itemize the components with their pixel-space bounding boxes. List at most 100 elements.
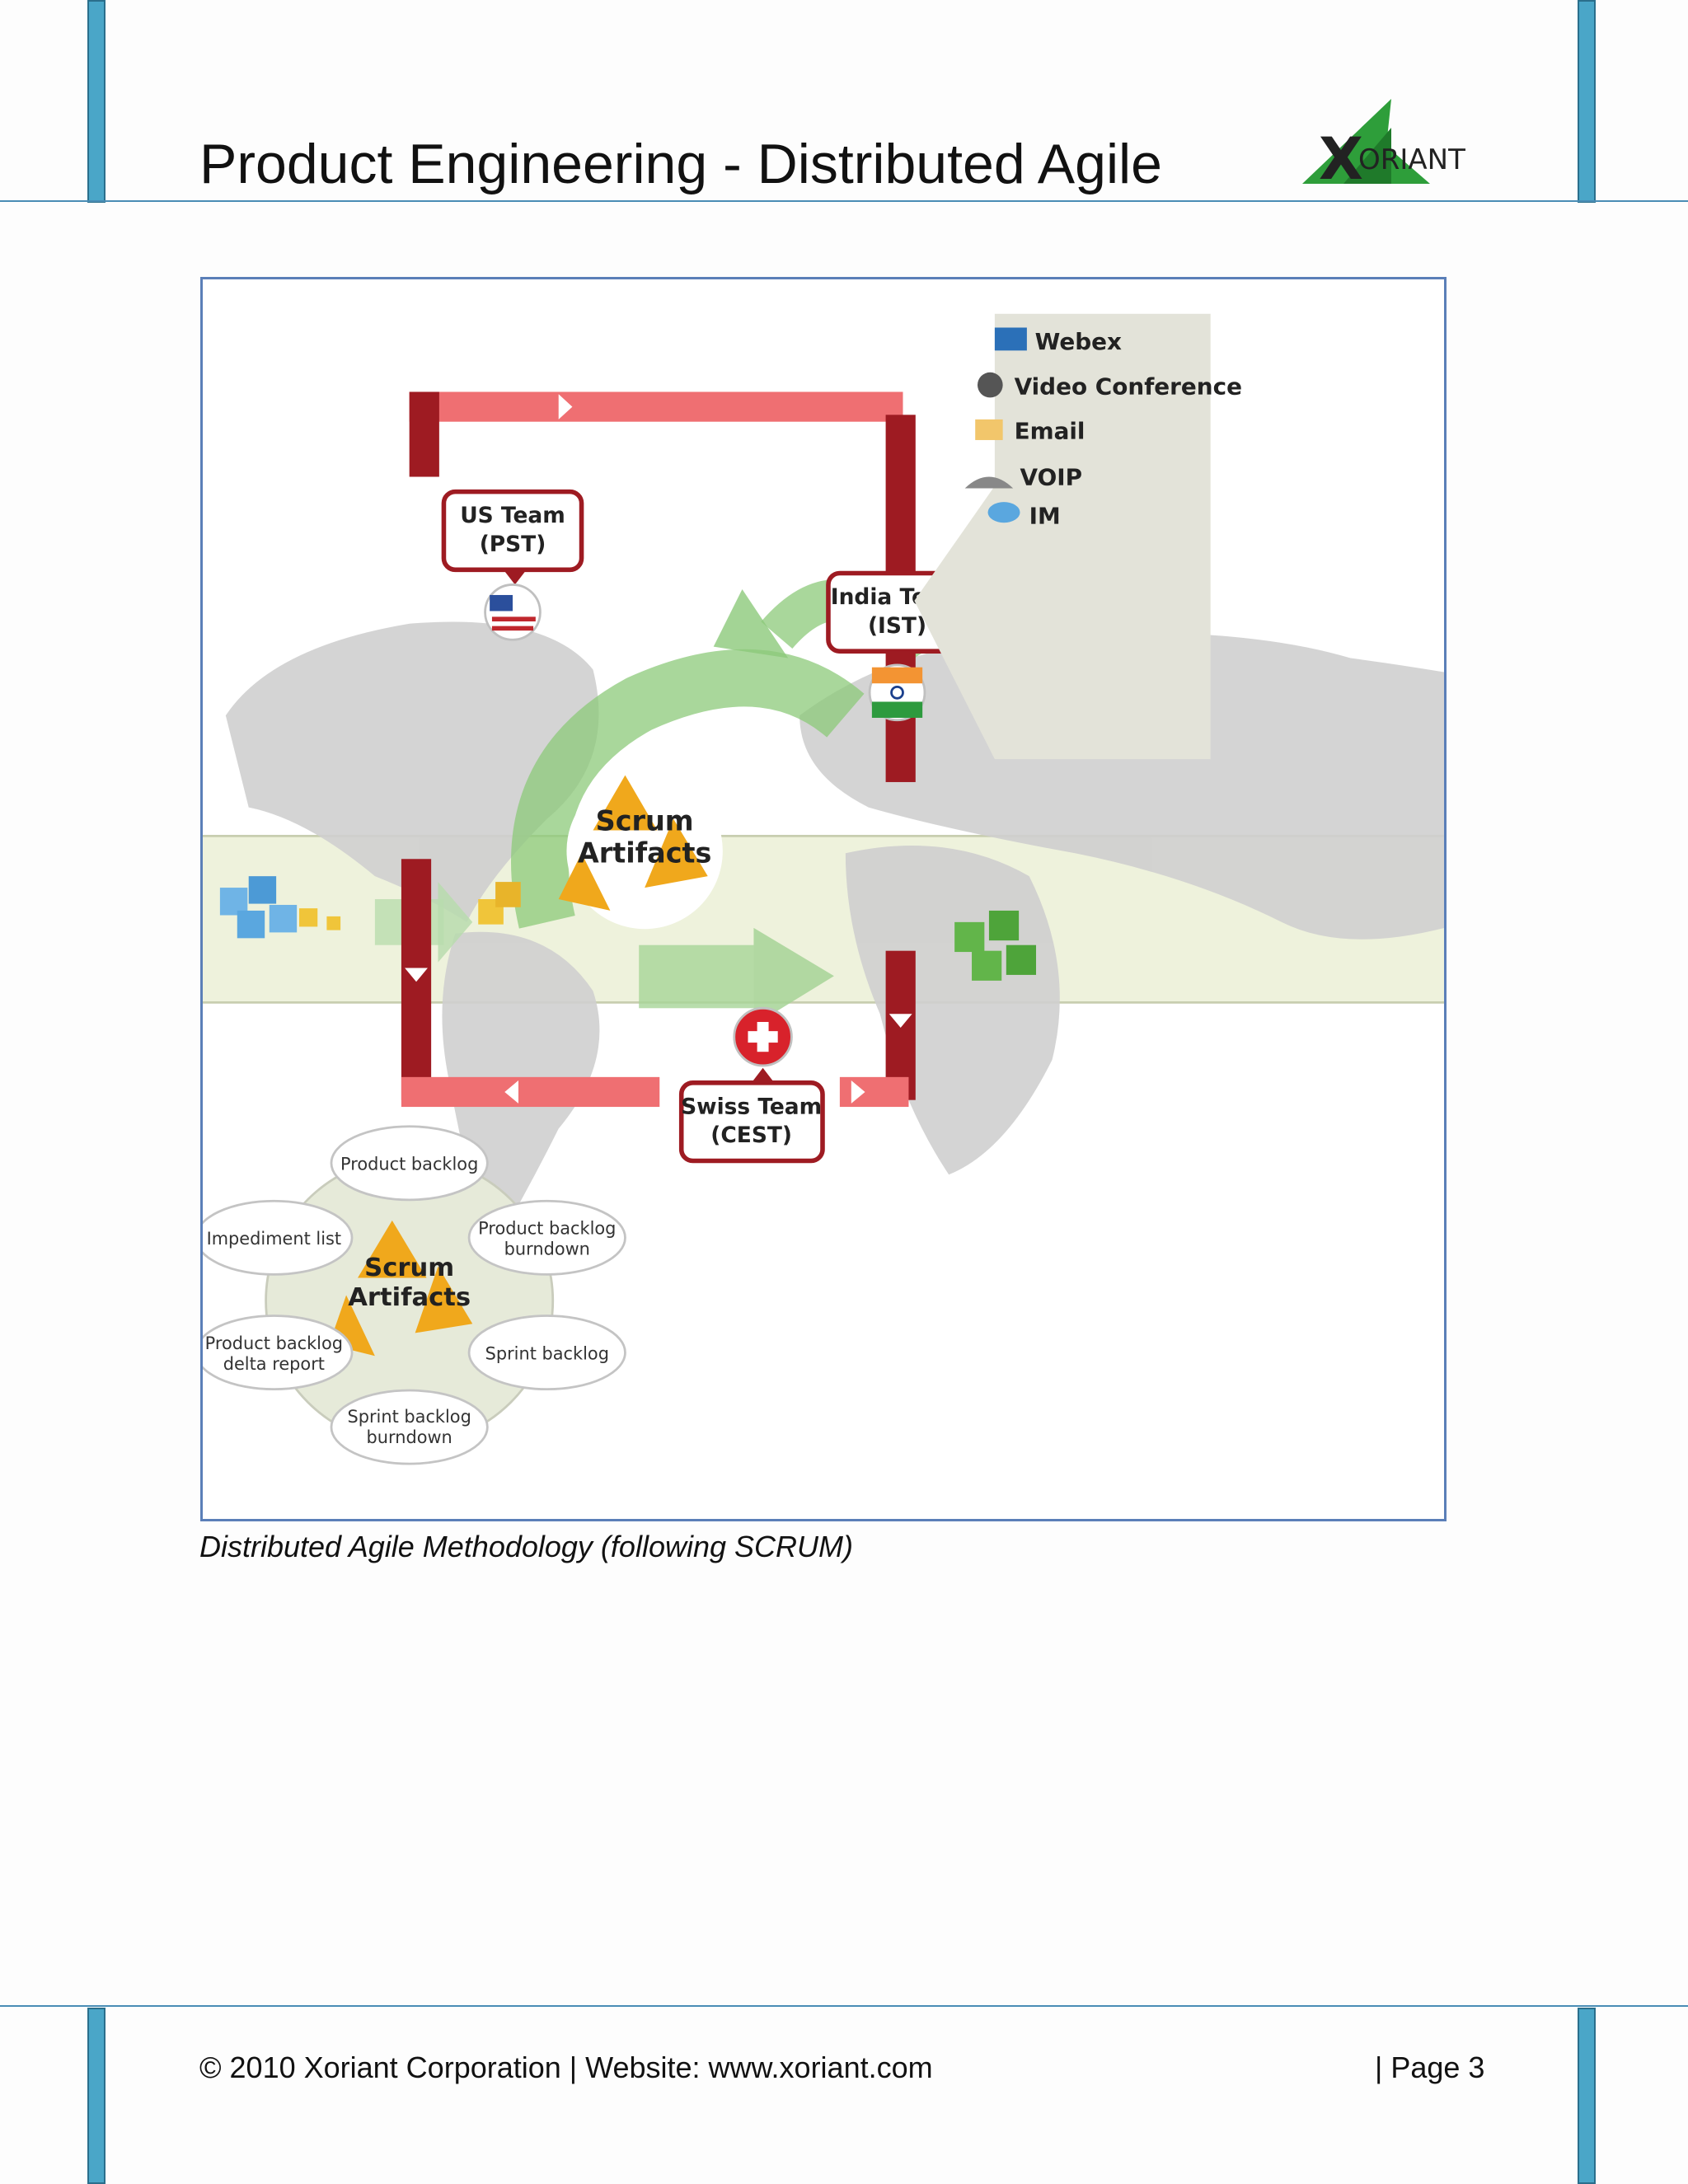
left-margin-bar-top <box>87 0 106 203</box>
footer-rule <box>0 2005 1688 2007</box>
backlog-cubes-left <box>219 876 521 939</box>
artifact-backlog-burndown-line1: Product backlog <box>478 1219 616 1239</box>
map-north-america <box>225 621 599 922</box>
us-flag-icon <box>484 583 542 641</box>
scrum-artifacts-wheel: Scrum Artifacts Product backlog Product … <box>203 1125 626 1465</box>
green-arrowhead-left <box>438 882 473 963</box>
cube-yellow-small-2 <box>326 916 341 930</box>
green-arc-left <box>511 649 865 929</box>
communication-tools-panel: Webex Video Conference Email VOIP IM <box>914 313 1242 760</box>
team-callout-swiss: Swiss Team (CEST) <box>678 1006 825 1164</box>
cube-yellow-2 <box>495 882 521 907</box>
center-label-line1: Scrum <box>596 804 694 837</box>
recycle-arrow-top <box>593 775 658 831</box>
india-flag-chakra <box>890 685 904 700</box>
left-margin-bar-bottom <box>87 2008 106 2184</box>
page-title: Product Engineering - Distributed Agile <box>199 133 1162 195</box>
loop-bottom-left-bar <box>401 1076 660 1108</box>
artifact-product-backlog-line1: Product backlog <box>340 1155 478 1174</box>
wheel-label-line1: Scrum <box>364 1254 454 1282</box>
distributed-agile-diagram: Scrum Artifacts US Team (PST) India Team… <box>203 313 1444 1465</box>
cube-yellow-small-1 <box>298 908 318 927</box>
india-flag-green <box>871 701 923 718</box>
swiss-cross-horizontal <box>748 1031 778 1043</box>
green-arrowhead-top <box>713 589 789 658</box>
wheel-recycle-arrow-top <box>358 1220 427 1278</box>
cube-blue-2 <box>248 876 277 904</box>
tools-panel-bg <box>914 313 1211 760</box>
artifact-delta-report-line2: delta report <box>223 1354 325 1374</box>
artifact-sprint-burndown-line1: Sprint backlog <box>347 1407 471 1427</box>
team-callout-us: US Team (PST) <box>441 489 584 641</box>
cube-green-4 <box>1006 944 1037 975</box>
figure-caption: Distributed Agile Methodology (following… <box>199 1530 853 1563</box>
loop-bottom-right-bar <box>839 1076 909 1108</box>
logo-letter: X <box>1319 125 1363 190</box>
recycle-arrow-right <box>645 818 708 888</box>
artifact-sprint-burndown-line2: burndown <box>367 1427 452 1447</box>
figure-frame: Scrum Artifacts US Team (PST) India Team… <box>200 277 1447 1521</box>
wheel-label-line2: Artifacts <box>348 1283 471 1312</box>
loop-top-left-stub <box>409 391 439 477</box>
india-flag-saffron <box>871 667 923 684</box>
callout-pointer-swiss <box>751 1067 775 1083</box>
cube-green-3 <box>972 950 1002 981</box>
team-swiss-name: Swiss Team <box>681 1094 822 1119</box>
artifact-bubble-product-backlog <box>330 1125 489 1202</box>
company-logo: X ORIANT <box>1302 99 1465 190</box>
callout-pointer-us <box>503 569 527 585</box>
artifact-bubble-backlog-burndown <box>467 1199 626 1276</box>
map-africa <box>845 846 1060 1175</box>
deliverable-cubes-right <box>954 910 1037 981</box>
right-margin-bar-bottom <box>1578 2008 1596 2184</box>
arrow-marker-top <box>558 394 573 419</box>
artifact-bubble-delta-report <box>203 1315 354 1391</box>
map-eurasia <box>799 632 1444 940</box>
arrow-marker-right-down <box>889 1014 912 1028</box>
team-us-name: US Team <box>460 503 565 528</box>
voip-phone-icon <box>964 476 1014 489</box>
cube-blue-3 <box>237 910 265 939</box>
team-us-zone: (PST) <box>480 532 546 557</box>
center-label-line2: Artifacts <box>578 837 711 869</box>
tool-video-label: Video Conference <box>1015 373 1242 400</box>
tool-email-label: Email <box>1015 418 1085 445</box>
recycle-arrow-left <box>558 853 611 911</box>
webex-icon <box>994 327 1027 351</box>
artifact-bubble-sprint-burndown <box>330 1389 489 1465</box>
team-swiss-zone: (CEST) <box>710 1122 792 1148</box>
green-bar-bottom <box>639 944 754 1009</box>
tool-webex-label: Webex <box>1035 328 1122 355</box>
cube-green-1 <box>954 921 985 953</box>
central-scrum-artifacts: Scrum Artifacts <box>558 772 723 930</box>
arrow-marker-left-down <box>405 968 428 982</box>
artifact-bubble-sprint-backlog <box>467 1315 626 1391</box>
logo-leaf-shape <box>1302 99 1430 184</box>
footer-copyright: © 2010 Xoriant Corporation | Website: ww… <box>199 2050 933 2084</box>
us-flag-canton <box>490 594 513 612</box>
email-icon <box>975 419 1003 440</box>
arrow-marker-bottom-left <box>504 1080 518 1104</box>
artifact-delta-report-line1: Product backlog <box>205 1333 343 1353</box>
wheel-recycle-arrow-right <box>415 1266 473 1333</box>
header-rule <box>0 200 1688 202</box>
tool-im-label: IM <box>1029 503 1061 530</box>
artifact-backlog-burndown-line2: burndown <box>504 1240 590 1259</box>
loop-top-bar <box>409 391 903 422</box>
artifact-sprint-backlog-line1: Sprint backlog <box>485 1343 609 1363</box>
webcam-icon <box>978 372 1003 398</box>
logo-leaf-shade <box>1343 128 1391 184</box>
callout-pointer-india <box>888 651 912 667</box>
artifact-impediment-list-line1: Impediment list <box>207 1229 342 1249</box>
cube-green-2 <box>988 910 1020 941</box>
green-arrowhead-right <box>753 927 834 1026</box>
logo-text: ORIANT <box>1358 143 1465 176</box>
team-india-zone: (IST) <box>868 613 926 639</box>
tool-voip-label: VOIP <box>1020 463 1083 490</box>
artifact-bubble-impediment-list <box>203 1199 354 1276</box>
world-map <box>225 621 1444 1255</box>
footer-page-number: | Page 3 <box>1375 2050 1485 2084</box>
cube-blue-4 <box>269 904 298 933</box>
arrow-marker-bottom-right <box>851 1080 865 1104</box>
chat-bubbles-icon <box>987 502 1020 523</box>
